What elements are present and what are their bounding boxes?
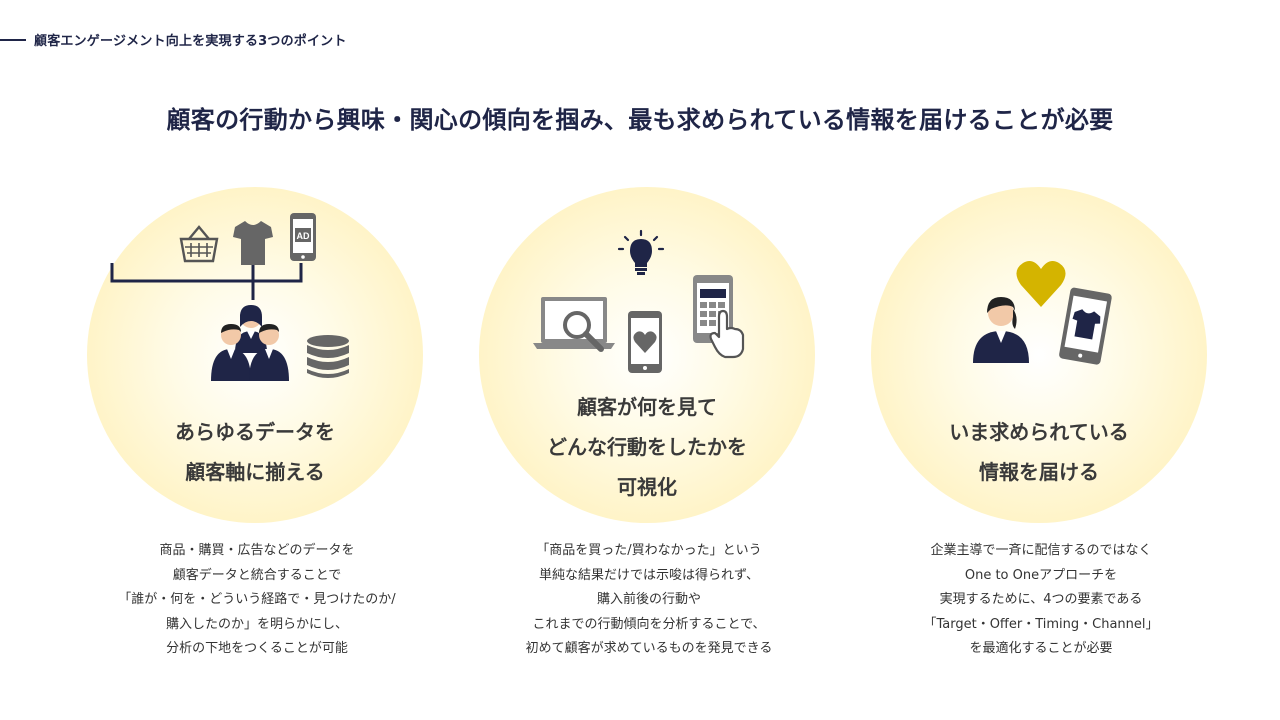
- person-right: [249, 324, 289, 381]
- laptop-search-icon: [533, 297, 615, 352]
- customers-icon: [211, 305, 289, 381]
- point-circle-3: [871, 187, 1207, 523]
- desc-line: 初めて顧客が求めているものを発見できる: [525, 641, 773, 656]
- ad-label: AD: [297, 231, 310, 241]
- desc-line: 商品・購買・広告などのデータを: [159, 543, 355, 558]
- tshirt-icon: [233, 221, 273, 265]
- point-2-description: 「商品を買った/買わなかった」という 単純な結果だけでは示唆は得られず、 購入前…: [439, 539, 859, 662]
- person-back: [235, 305, 267, 353]
- desc-line: 実現するために、4つの要素である: [939, 592, 1143, 607]
- title-line: 可視化: [617, 475, 677, 499]
- person-left: [211, 324, 251, 381]
- title-line: 顧客が何を見て: [577, 395, 717, 419]
- point-1-title: あらゆるデータを 顧客軸に揃える: [87, 412, 423, 492]
- title-line: どんな行動をしたかを: [547, 435, 747, 459]
- desc-line: 「誰が・何を・どういう経路で・見つけたのか/: [118, 592, 396, 607]
- desc-line: を最適化することが必要: [969, 641, 1113, 656]
- point-1-description: 商品・購買・広告などのデータを 顧客データと統合することで 「誰が・何を・どうい…: [47, 539, 467, 662]
- desc-line: 購入前後の行動や: [596, 592, 701, 607]
- desc-line: これまでの行動傾向を分析することで、: [532, 616, 766, 632]
- phone-tshirt-icon: [1059, 287, 1112, 365]
- title-line: いま求められている: [949, 420, 1129, 444]
- connector-lines: [110, 259, 303, 300]
- section-title: 顧客エンゲージメント向上を実現する3つのポイント: [34, 34, 347, 49]
- point-2-title: 顧客が何を見て どんな行動をしたかを 可視化: [479, 387, 815, 507]
- phone-heart-icon: [628, 311, 662, 373]
- desc-line: 分析の下地をつくることが可能: [166, 641, 348, 656]
- database-icon: [307, 335, 349, 378]
- title-line: 顧客軸に揃える: [185, 460, 325, 484]
- basket-icon: [179, 225, 219, 263]
- desc-line: 「商品を買った/買わなかった」という: [536, 543, 762, 558]
- title-line: あらゆるデータを: [175, 420, 335, 444]
- desc-line: One to Oneアプローチを: [964, 567, 1118, 583]
- point-1-illustration: AD: [110, 213, 349, 381]
- ad-phone-icon: AD: [290, 213, 316, 261]
- desc-line: 顧客データと統合することで: [172, 567, 342, 583]
- point-2-illustration: [533, 229, 745, 373]
- phone-tap-icon: [693, 275, 745, 359]
- desc-line: 購入したのか」を明らかにし、: [165, 616, 348, 632]
- point-3-description: 企業主導で一斉に配信するのではなく One to Oneアプローチを 実現するた…: [831, 539, 1251, 662]
- desc-line: 「Target・Offer・Timing・Channel」: [923, 616, 1159, 632]
- headline: 顧客の行動から興味・関心の傾向を掴み、最も求められている情報を届けることが必要: [166, 106, 1114, 134]
- point-3-title: いま求められている 情報を届ける: [871, 412, 1207, 492]
- heart-icon: [1016, 261, 1066, 307]
- page-header: 顧客エンゲージメント向上を実現する3つのポイント: [0, 30, 347, 49]
- point-3-illustration: [973, 261, 1112, 365]
- desc-line: 企業主導で一斉に配信するのではなく: [930, 543, 1152, 558]
- lightbulb-icon: [617, 229, 665, 275]
- desc-line: 単純な結果だけでは示唆は得られず、: [538, 567, 760, 583]
- title-line: 情報を届ける: [979, 460, 1099, 484]
- header-rule: [0, 38, 26, 41]
- person-icon: [973, 297, 1029, 363]
